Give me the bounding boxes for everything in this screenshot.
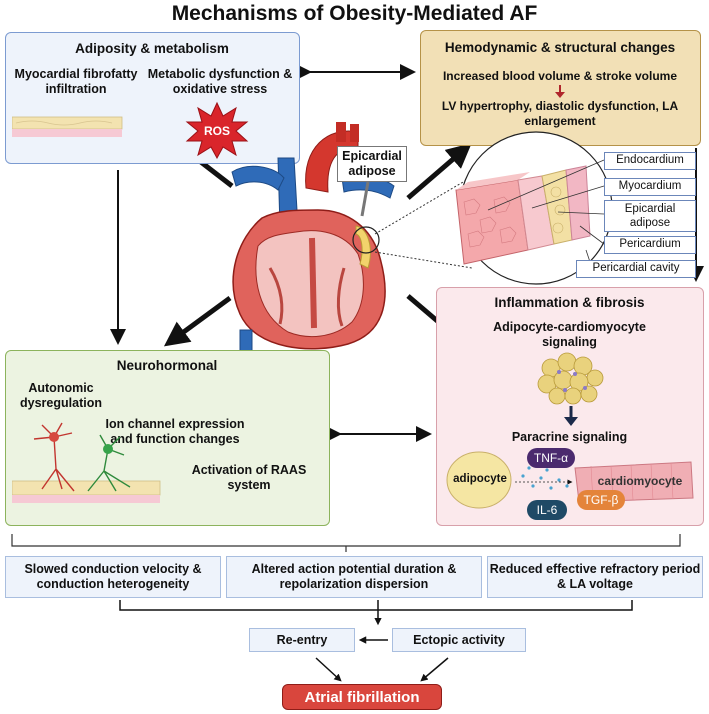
adipocyte-cluster-image <box>537 352 604 405</box>
diagram-title: Mechanisms of Obesity-Mediated AF <box>171 2 538 25</box>
neurohormonal-heading: Neurohormonal <box>116 358 218 373</box>
raas-label: Activation of RAAS system <box>191 463 307 492</box>
atrial-fibrillation-box: Atrial fibrillation <box>282 684 442 710</box>
heart-illustration <box>231 122 395 357</box>
mechanism-conduction: Slowed conduction velocity & conduction … <box>5 556 221 598</box>
infiltration-label: Myocardial fibrofatty infiltration <box>14 67 138 96</box>
neurohormonal-panel: Neurohormonal Autonomic dysregulation Io… <box>5 350 330 526</box>
epicardial-adipose-label: Epicardial adipose <box>337 146 407 182</box>
mechanism-action-potential: Altered action potential duration & repo… <box>226 556 482 598</box>
adiposity-heading: Adiposity & metabolism <box>75 41 229 56</box>
adipocyte-signaling-label: Adipocyte-cardiomyocyte signaling <box>493 320 646 349</box>
down-arrow <box>564 406 578 426</box>
tissue-zoom <box>374 131 613 285</box>
layer-label-pericardial-cavity: Pericardial cavity <box>576 260 696 278</box>
layer-label-epicardial: Epicardial adipose <box>604 200 696 232</box>
ros-burst-icon: ROS <box>185 101 249 159</box>
layer-label-myocardium: Myocardium <box>604 178 696 196</box>
reentry-box: Re-entry <box>249 628 355 652</box>
tnf-alpha-badge: TNF-α <box>527 448 575 468</box>
epicardial-fat-patch <box>355 225 371 269</box>
neurons-image <box>12 422 161 503</box>
ectopic-activity-box: Ectopic activity <box>392 628 526 652</box>
ectopic-to-af-arrow <box>420 657 449 682</box>
aorta-branch <box>336 122 346 142</box>
cardiomyocyte-label: cardiomyocyte <box>597 474 683 488</box>
down-arrow-icon <box>555 85 565 98</box>
fibrofatty-tissue-image <box>12 116 123 137</box>
ion-channel-label: Ion channel expression and function chan… <box>105 417 245 446</box>
layer-label-endocardium: Endocardium <box>604 152 696 170</box>
lv-hypertrophy-label: LV hypertrophy, diastolic dysfunction, L… <box>441 99 679 128</box>
heart-to-neuro-arrow <box>163 295 232 347</box>
hemodynamic-heading: Hemodynamic & structural changes <box>444 40 676 55</box>
mechanism-refractory: Reduced effective refractory period & LA… <box>487 556 703 598</box>
zoom-circle <box>352 226 380 254</box>
epicardial-pointer <box>360 181 370 217</box>
inflammation-panel: Inflammation & fibrosis Adipocyte-cardio… <box>436 287 704 526</box>
mechanism-merge-lines <box>119 600 633 611</box>
ros-text: ROS <box>204 124 230 138</box>
tgf-beta-badge: TGF-β <box>577 490 625 510</box>
endocardium-block <box>455 179 529 265</box>
layer-label-pericardium: Pericardium <box>604 236 696 254</box>
pericardium-block <box>565 165 591 241</box>
paracrine-label: Paracrine signaling <box>511 430 628 444</box>
metabolic-label: Metabolic dysfunction & oxidative stress <box>147 67 293 96</box>
reentry-to-af-arrow <box>315 657 342 682</box>
adipocyte-label: adipocyte <box>453 473 507 485</box>
autonomic-label: Autonomic dysregulation <box>20 381 102 410</box>
heart-to-hemodynamic-arrow <box>406 143 472 200</box>
adiposity-panel: Adiposity & metabolism Myocardial fibrof… <box>5 32 300 164</box>
inflammation-heading: Inflammation & fibrosis <box>494 295 645 310</box>
blood-volume-label: Increased blood volume & stroke volume <box>442 69 678 83</box>
il6-badge: IL-6 <box>527 500 567 520</box>
hemodynamic-panel: Hemodynamic & structural changes Increas… <box>420 30 701 146</box>
mechanism-bracket <box>11 534 681 552</box>
